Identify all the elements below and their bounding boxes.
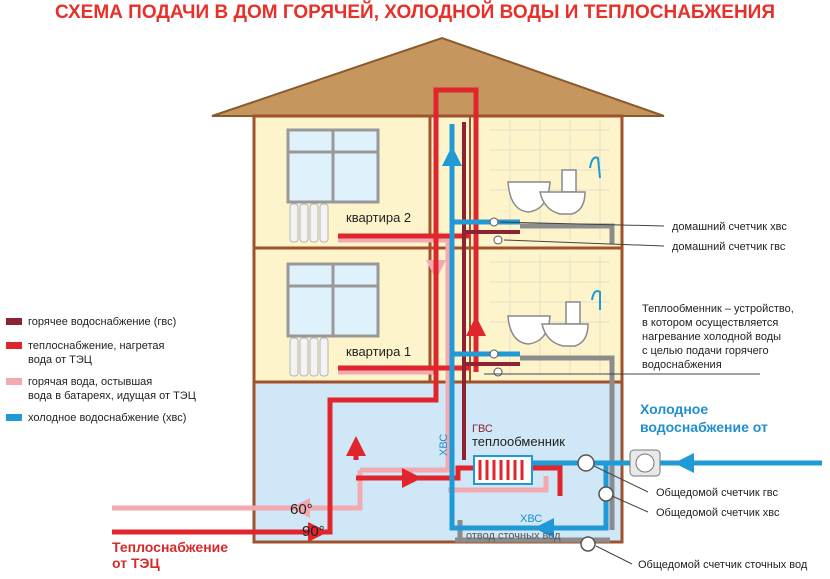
- note-line-1: Теплообменник – устройство,: [642, 303, 794, 315]
- hvs-horizontal-label: ХВС: [520, 513, 542, 525]
- home-hot-meter-label: домашний счетчик гвс: [672, 241, 786, 253]
- legend: горячее водоснабжение (гвс) теплоснабжен…: [6, 316, 196, 424]
- common-cold-meter-label: Общедомой счетчик хвс: [656, 507, 780, 519]
- gvs-label: ГВС: [472, 423, 493, 435]
- legend-swatch-hot: [6, 318, 22, 325]
- sewage-label: отвод сточных вод: [466, 530, 561, 542]
- cold-supply-label-2: водоснабжение от: [640, 419, 768, 435]
- legend-return-label-2: вода в батареях, идущая от ТЭЦ: [28, 390, 196, 402]
- toilet-lower: [541, 301, 589, 347]
- window-upper: [286, 128, 380, 204]
- legend-hot-label: горячее водоснабжение (гвс): [28, 316, 176, 328]
- note-line-3: нагревание холодной воды: [642, 331, 781, 343]
- toilet-upper: [539, 169, 586, 215]
- legend-swatch-return: [6, 378, 22, 385]
- heat-supply-label-1: Теплоснабжение: [112, 539, 228, 555]
- hvs-vertical-label: ХВС: [438, 434, 450, 456]
- meter-home-hot: [493, 235, 503, 245]
- note-line-2: в котором осуществляется: [642, 317, 778, 329]
- supply-temperature: 90°: [302, 523, 325, 540]
- meter-common-sewage: [580, 536, 596, 552]
- common-sewage-meter-label: Общедомой счетчик сточных вод: [638, 559, 808, 571]
- return-temperature: 60°: [290, 501, 313, 518]
- legend-swatch-cold: [6, 414, 22, 421]
- legend-heating-label-2: вода от ТЭЦ: [28, 354, 92, 366]
- radiator-upper: [289, 203, 329, 243]
- note-line-5: водоснабжения: [642, 359, 722, 371]
- heat-exchanger-label: теплообменник: [472, 434, 565, 449]
- note-line-4: с целью подачи горячего: [642, 345, 769, 357]
- heat-supply-label-2: от ТЭЦ: [112, 555, 160, 571]
- meter-common-hot: [577, 454, 595, 472]
- heat-exchanger: [473, 455, 533, 485]
- home-cold-meter-label: домашний счетчик хвс: [672, 221, 787, 233]
- cold-supply-label-1: Холодное: [640, 401, 708, 417]
- legend-heating-label-1: теплоснабжение, нагретая: [28, 340, 165, 352]
- meter-home-hot-2: [493, 367, 503, 377]
- legend-cold-label: холодное водоснабжение (хвс): [28, 412, 186, 424]
- meter-home-cold: [489, 217, 499, 227]
- hot-water-pipes: [462, 122, 520, 460]
- meter-main-cold: [629, 449, 661, 477]
- radiator-lower: [289, 337, 329, 377]
- heating-pipes: [112, 87, 563, 535]
- diagram-title: СХЕМА ПОДАЧИ В ДОМ ГОРЯЧЕЙ, ХОЛОДНОЙ ВОД…: [55, 1, 775, 23]
- legend-return-label-1: горячая вода, остывшая: [28, 376, 152, 388]
- legend-swatch-heating: [6, 342, 22, 349]
- leader-lines: [484, 221, 760, 565]
- common-hot-meter-label: Общедомой счетчик гвс: [656, 487, 778, 499]
- apartment-2-label: квартира 2: [346, 210, 411, 225]
- meter-common-cold: [598, 486, 614, 502]
- return-pipes: [112, 90, 549, 511]
- window-lower: [286, 262, 380, 338]
- meter-home-cold-2: [489, 349, 499, 359]
- apartment-1-label: квартира 1: [346, 344, 411, 359]
